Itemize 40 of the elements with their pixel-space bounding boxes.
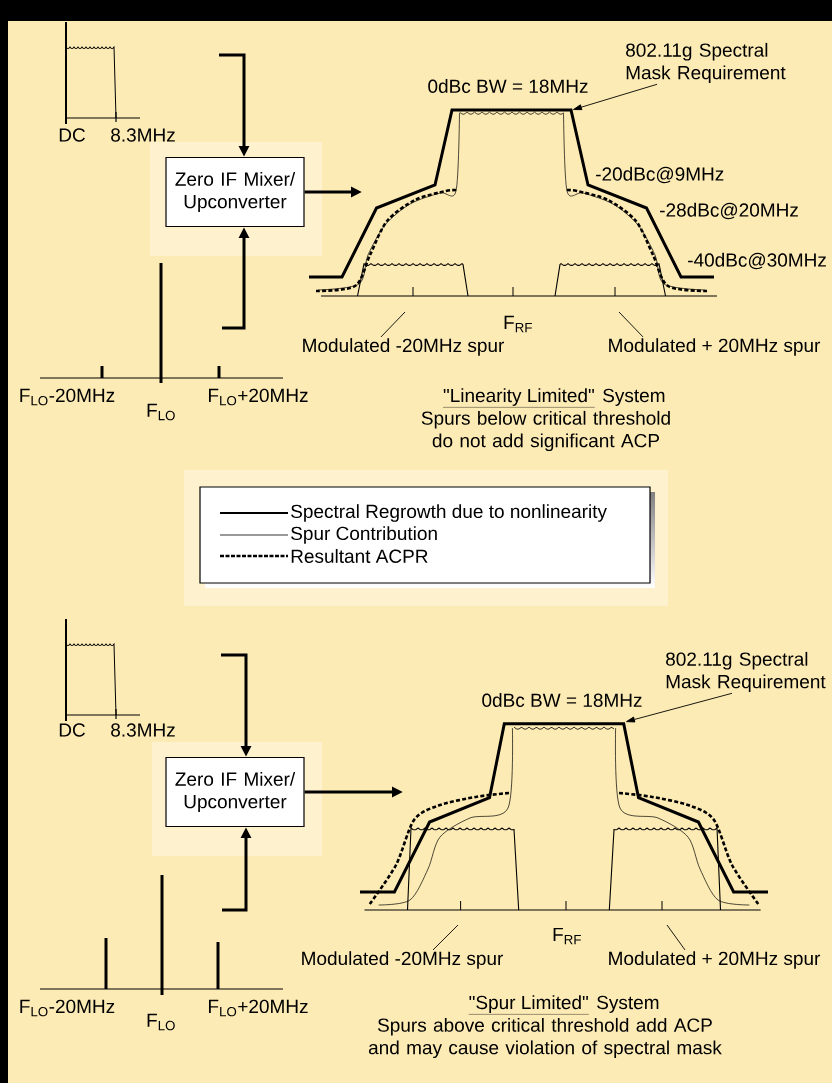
leader-line: [380, 311, 406, 338]
rf-spectrum-drawing: [360, 722, 768, 911]
axis-label: F$_{LO}$-20MHz: [20, 388, 115, 406]
axis-label: DC: [59, 128, 85, 142]
spur-label: Modulated + 20MHz spur: [609, 951, 821, 969]
caption-title: "Spur Limited": [468, 995, 589, 1015]
leader-line: [432, 924, 459, 951]
axis-label: F$_{LO}$+20MHz: [209, 388, 308, 406]
caption-title: System: [597, 995, 659, 1013]
mixer-box: Zero IF Mixer/ Upconverter: [165, 756, 305, 828]
legend-entry: Spur Contribution: [219, 526, 437, 544]
arrow: [626, 692, 733, 723]
caption-text: Spurs above critical threshold add ACP and may cause violation of spectral mask: [368, 1017, 722, 1059]
axis-label: F$_{LO}$: [147, 1013, 175, 1031]
spur-label: Modulated + 20MHz spur: [609, 338, 821, 356]
bandwidth-label: 0dBc BW = 18MHz: [428, 79, 588, 93]
axis-label: F$_{RF}$: [504, 315, 532, 333]
leader-line: [618, 311, 644, 338]
axis-label: DC: [59, 723, 85, 737]
mask-level-label: -20dBc@9MHz: [596, 166, 724, 184]
arrow: [573, 83, 658, 111]
leader-line: [666, 924, 686, 951]
mask-level-label: -40dBc@30MHz: [688, 252, 826, 270]
annotation-text: 802.11g Spectral Mask Requirement: [666, 651, 826, 693]
caption-title: "Linearity Limited": [442, 388, 595, 408]
spur-label: Modulated -20MHz spur: [302, 951, 503, 969]
axis-label: F$_{LO}$+20MHz: [209, 999, 308, 1017]
spur-label: Modulated -20MHz spur: [303, 338, 504, 356]
mask-level-label: -28dBc@20MHz: [660, 202, 798, 220]
caption-text: Spurs below critical threshold do not add significant ACP: [421, 410, 670, 452]
legend-entry: Spectral Regrowth due to nonlinearity: [219, 504, 607, 522]
axis-label: F$_{LO}$-20MHz: [20, 999, 115, 1017]
caption-title: System: [603, 388, 665, 406]
axis-label: 8.3MHz: [111, 723, 175, 737]
legend-entry: Resultant ACPR: [220, 549, 428, 563]
annotation-text: 802.11g Spectral Mask Requirement: [626, 42, 786, 84]
axis-label: F$_{LO}$: [147, 403, 175, 421]
bandwidth-label: 0dBc BW = 18MHz: [482, 693, 642, 707]
axis-label: 8.3MHz: [111, 128, 175, 142]
mixer-box: Zero IF Mixer/ Upconverter: [165, 156, 305, 228]
